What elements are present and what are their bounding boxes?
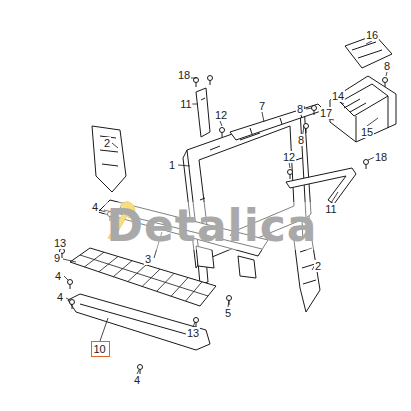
callout-number: 8 (383, 60, 391, 72)
screw (220, 128, 225, 138)
callout-number: 18 (374, 151, 388, 163)
screw (194, 318, 199, 328)
callout-number: 16 (365, 29, 379, 41)
callout-number: 18 (177, 69, 191, 81)
screw (288, 170, 293, 180)
callout-number: 17 (319, 107, 333, 119)
callout-number: 8 (297, 134, 305, 146)
screw (208, 76, 213, 86)
callout-number: 4 (91, 201, 99, 213)
callout-number: 4 (54, 270, 62, 282)
callout-number: 7 (258, 100, 266, 112)
screw (138, 365, 143, 375)
callout-number: 3 (144, 253, 152, 265)
screw (304, 124, 309, 134)
screw (364, 160, 369, 170)
callout-number: 13 (53, 237, 67, 249)
callout-number: 15 (360, 126, 374, 138)
callout-number: 10 (94, 343, 107, 355)
callout-number: 9 (53, 252, 61, 264)
callout-number: 13 (186, 327, 200, 339)
screw (383, 78, 388, 88)
callout-number: 12 (214, 109, 228, 121)
callout-number: 4 (133, 374, 141, 386)
callout-number: 1 (168, 159, 176, 171)
callout-number: 14 (331, 90, 345, 102)
callout-number: 5 (224, 307, 232, 319)
highlight-box: 10 (91, 341, 110, 357)
screw (312, 106, 317, 116)
callout-number: 11 (179, 98, 192, 110)
callout-number: 11 (324, 203, 337, 215)
watermark: Detalica (104, 202, 319, 250)
callout-number: 2 (314, 260, 322, 272)
screw (194, 78, 199, 88)
callout-number: 8 (296, 103, 304, 115)
callout-number: 4 (56, 291, 64, 303)
callout-number: 2 (103, 137, 111, 149)
screw (70, 300, 75, 310)
callout-number: 12 (282, 151, 296, 163)
screw (68, 280, 73, 290)
